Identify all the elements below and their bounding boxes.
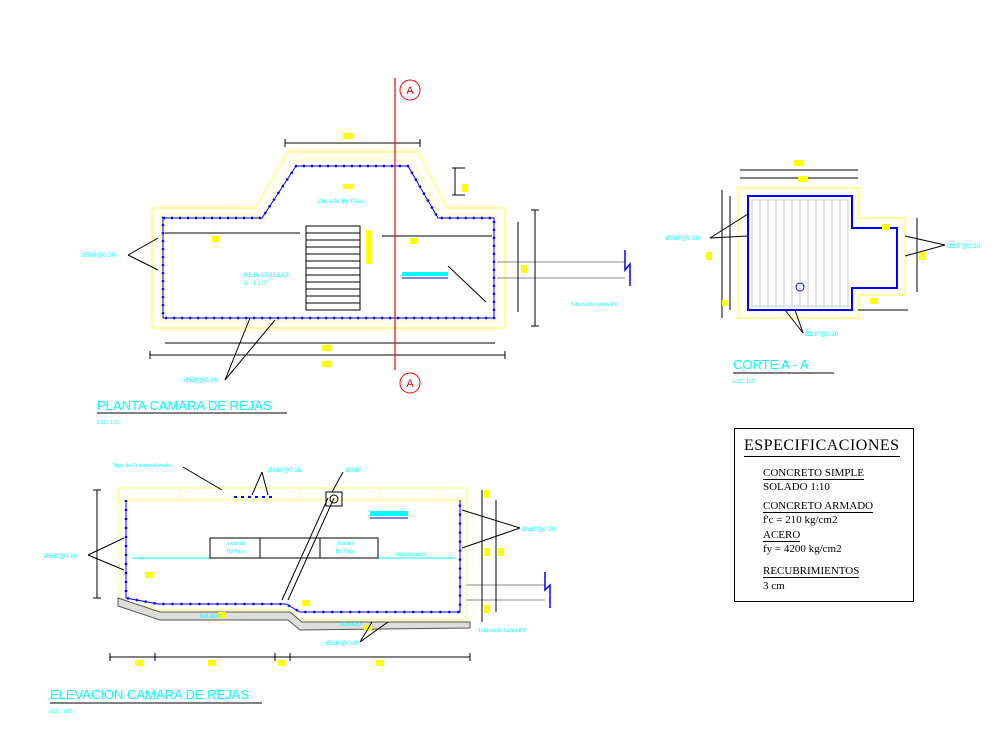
corte-rebar — [747, 195, 898, 311]
elev-rebar-left-label: Ø3/8"@0.20 — [44, 554, 78, 560]
elev-top-slab — [117, 487, 467, 501]
plan-scale: ESC: 1/25 — [97, 420, 120, 426]
spec-value-recubrimiento: 3 cm — [763, 580, 785, 592]
elev-rebar-right-label: Ø3/8"@0.20 — [522, 527, 556, 533]
corte-rebar-bottom-label: Ø3/8"@0.20 — [805, 332, 839, 338]
corte-rebar-left-label: Ø3/8"@0.20 — [666, 236, 700, 242]
elev-outlet-label: Tubería de Salida Ø6" — [478, 628, 527, 634]
plan-dimensions — [149, 139, 539, 359]
elev-solado-label2: SOLADO — [340, 622, 361, 628]
elev-bypass-end-label2: By Pass — [336, 549, 355, 555]
plan-rebar-bottom-label: Ø3/8"@0.20 — [184, 378, 218, 384]
spec-value-fy: fy = 4200 kg/cm2 — [763, 543, 842, 555]
plan-title: PLANTA CAMARA DE REJAS — [97, 398, 272, 413]
section-marker-top: A — [406, 85, 414, 97]
elev-bypass-end-box — [319, 537, 379, 559]
spec-heading-acero: ACERO — [763, 529, 801, 542]
section-line-a: A A — [394, 78, 421, 394]
plan-rebar-left-label: Ø3/8"@0.20 — [82, 253, 116, 259]
spec-heading-recubrimientos: RECUBRIMIENTOS — [763, 565, 860, 578]
spec-value-solado: SOLADO 1:10 — [763, 481, 830, 493]
plan-outer-wall — [151, 151, 506, 329]
spec-heading-concreto-simple: CONCRETO SIMPLE — [763, 467, 864, 480]
spec-value-fc: f'c = 210 kg/cm2 — [763, 514, 838, 526]
corte-rebar-right-label: Ø3/8"@0.20 — [947, 244, 981, 250]
corte-view: Ø3/8"@0.20 Ø3/8"@0.20 Ø3/8"@0.20 CORTE A… — [666, 160, 981, 385]
plan-grating-bars — [306, 232, 360, 304]
corte-outer-wall — [737, 187, 906, 319]
elev-pipe-label: Ø3/8" — [346, 468, 361, 474]
elev-title: ELEVACION CAMARA DE REJAS — [50, 687, 249, 702]
plan-rebar-line — [162, 165, 495, 319]
plan-dim-tags — [212, 133, 527, 367]
plan-yellow-bar — [366, 230, 371, 264]
section-marker-bottom: A — [406, 378, 414, 390]
spec-heading-concreto-armado: CONCRETO ARMADO — [763, 500, 874, 513]
plan-inner-wall — [159, 159, 498, 321]
plan-outlet-label: Tubería de Salida Ø6" — [570, 302, 619, 308]
corte-scale: ESC: 1/25 — [733, 379, 756, 385]
plan-rejas-label: REJA VARILLAS — [244, 273, 289, 279]
elev-top-rebar-label: Ø3/8"@0.15 — [268, 468, 302, 474]
plan-view: Ø3/8"@0.20 Ø3/8"@0.20 Zona de By Pass RE… — [82, 133, 631, 426]
corte-title: CORTE A - A — [733, 357, 809, 372]
elevation-view: Tapa de Concreto Armado Ø3/8"@0.15 Ø3/8"… — [44, 463, 556, 715]
plan-cyan-bar — [402, 272, 448, 276]
plan-bypass-label: Zona de By Pass — [318, 199, 364, 205]
elev-bypass-start-label2: By Pass — [227, 549, 246, 555]
elev-bypass-start-label: Inicio de — [227, 541, 246, 547]
elev-rebar-bottom-label: Ø3/8"@0.20 — [326, 641, 360, 647]
elev-water-label: Nivel Estático — [396, 552, 427, 558]
elev-solado-label: SOLADO — [200, 614, 221, 620]
elev-cover-label: Tapa de Concreto Armado — [113, 463, 171, 469]
elev-scale: ESC: 1/25 — [50, 709, 73, 715]
elev-gravel — [117, 597, 471, 631]
elev-bypass-end-label: Fin del — [338, 541, 353, 547]
plan-slope-label: A - 1 1/2" — [244, 281, 268, 287]
specifications-box: ESPECIFICACIONES CONCRETO SIMPLE SOLADO … — [734, 428, 914, 602]
specifications-title: ESPECIFICACIONES — [744, 437, 900, 457]
